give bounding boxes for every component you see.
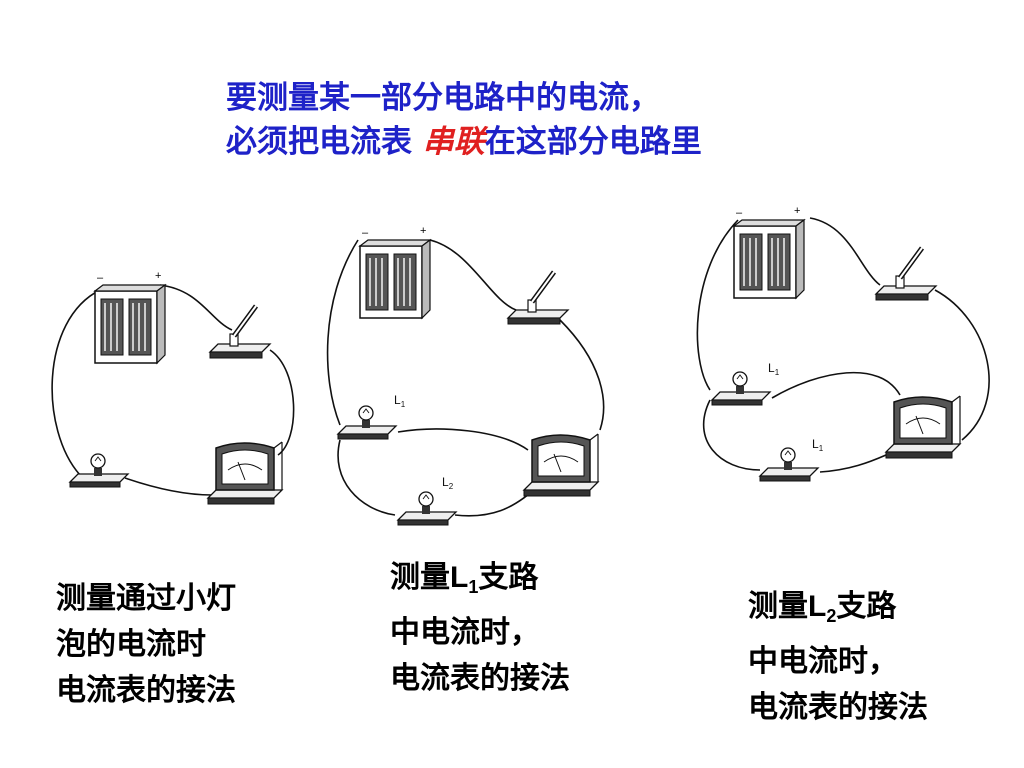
ammeter-icon — [523, 433, 599, 497]
caption-letter: L — [808, 590, 827, 623]
circuit-1 — [51, 269, 295, 505]
caption-line: 中电流时， — [390, 615, 540, 650]
slide-title: 要测量某一部分电路中的电流， 必须把电流表 串联在这部分电路里 — [226, 76, 866, 164]
caption-letter: L — [450, 561, 469, 594]
battery-icon — [94, 269, 166, 364]
ammeter-icon — [885, 395, 961, 459]
caption-line: 中电流时， — [748, 644, 898, 679]
caption-line: 电流表的接法 — [390, 661, 570, 696]
caption-line: 测量通过小灯 — [56, 581, 236, 616]
title-line-1: 要测量某一部分电路中的电流， — [226, 80, 660, 116]
caption-line: 测量L1支路 — [390, 555, 570, 610]
label-L2: L2 — [442, 475, 454, 491]
title-line-2-suffix: 在这部分电路里 — [484, 124, 702, 160]
caption-circuit-3: 测量L2支路 中电流时， 电流表的接法 — [748, 584, 928, 731]
switch-icon — [876, 248, 936, 300]
caption-circuit-2: 测量L1支路 中电流时， 电流表的接法 — [390, 555, 570, 702]
caption-circuit-1: 测量通过小灯 泡的电流时 电流表的接法 — [56, 576, 236, 714]
title-emphasis-series: 串联 — [422, 124, 485, 160]
battery-icon — [733, 204, 805, 299]
caption-prefix: 测量 — [748, 589, 808, 624]
lamp-icon — [337, 405, 397, 440]
caption-line: 电流表的接法 — [748, 690, 928, 725]
title-line-2: 必须把电流表 串联在这部分电路里 — [226, 120, 866, 164]
caption-prefix: 测量 — [390, 560, 450, 595]
circuit-2: L1 L2 — [326, 224, 605, 526]
caption-suffix: 支路 — [478, 560, 539, 595]
lamp-icon — [69, 453, 129, 488]
ammeter-icon — [207, 441, 283, 505]
label-L1: L1 — [768, 361, 780, 377]
caption-subscript: 2 — [826, 606, 837, 626]
switch-icon — [210, 306, 270, 358]
caption-line: 泡的电流时 — [56, 627, 206, 662]
circuit-3: L1 L1 — [696, 204, 990, 482]
lamp-icon — [759, 447, 819, 482]
caption-subscript: 1 — [468, 577, 479, 597]
lamp-icon — [711, 371, 771, 406]
battery-icon — [359, 224, 431, 319]
caption-suffix: 支路 — [836, 589, 897, 624]
switch-icon — [508, 272, 568, 324]
label-L1: L1 — [394, 393, 406, 409]
caption-line: 电流表的接法 — [56, 673, 236, 708]
label-L1-lower: L1 — [812, 437, 824, 453]
title-line-2-prefix: 必须把电流表 — [226, 124, 423, 160]
lamp-icon — [397, 491, 457, 526]
caption-line: 测量L2支路 — [748, 584, 928, 639]
